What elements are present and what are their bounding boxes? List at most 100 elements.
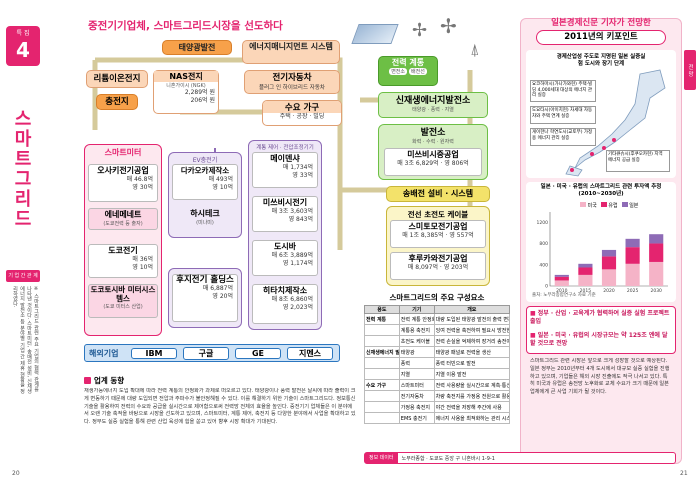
fujidenki-label: 후지전기 홀딩스 <box>176 275 234 285</box>
demand-sub: 주택 · 공장 · 빌딩 <box>279 113 325 120</box>
hitachi-label: 히타치제작소 <box>262 286 308 295</box>
ev-label: 전기자동차 <box>272 73 312 83</box>
overseas-company-ge: GE <box>235 347 281 359</box>
ev-sub: 플러그 인 하이브리드 자동차 <box>259 85 325 91</box>
pg-sub1: 변전소 <box>389 68 407 75</box>
hitachi-row-1: 매 8조 6,860억 <box>271 296 313 303</box>
bar-일본-2010 <box>554 274 569 277</box>
bar-유럽-2010 <box>554 276 569 281</box>
sumitomo-box: 스미토모전기공업 매 1조 8,385억 · 영 557억 <box>390 220 486 248</box>
bar-미국-2015 <box>578 274 593 286</box>
takaoka-row-1: 매 493억 <box>208 176 233 183</box>
furukawa-rows: 매 8,097억 · 영 203억 <box>407 264 469 271</box>
solar-box: 태양광발전 <box>162 40 232 55</box>
toko-row-1: 매 36억 <box>132 256 153 263</box>
power-grid-label: 전력 계통 <box>391 58 425 67</box>
y-tick-label: 0 <box>545 284 548 290</box>
vertical-title: 스마트그리드 <box>11 109 32 229</box>
solar-label: 태양광발전 <box>178 43 216 52</box>
toshiba-label: 도시바 <box>273 242 297 251</box>
x-tick-label: 2030 <box>650 288 662 294</box>
furukawa-box: 후루카와전기공업 매 8,097억 · 영 203억 <box>390 252 486 280</box>
li-box: 리튬이온전지 <box>86 70 148 88</box>
bar-일본-2025 <box>625 238 640 248</box>
bar-미국-2010 <box>554 280 569 286</box>
enemanet-label: 에네메네트 <box>104 210 142 219</box>
point-bullet-icon: ■ <box>530 332 536 339</box>
renewable-box: 신재생에너지발전소 태양광 · 풍력 · 지열 <box>378 92 488 118</box>
bar-일본-2015 <box>578 263 593 268</box>
map-box-3: 게이한나 학연도시(교토부) 가정용 에너지 관리 실증 <box>530 128 596 146</box>
hitachi-box: 히타치제작소 매 8조 6,860억 영 2,023억 <box>252 284 318 324</box>
li-label: 리튬이온전지 <box>93 74 141 84</box>
toko-box: 도코전기 매 36억 영 10억 <box>88 244 158 278</box>
mitsubishi-row-2: 영 843억 <box>288 215 313 223</box>
ev-box: 전기자동차 플러그 인 하이브리드 자동차 <box>244 70 340 94</box>
point-bullet-icon: ■ <box>530 310 536 317</box>
osaki-row-2: 영 30억 <box>132 183 153 191</box>
fujidenki-row-2: 영 20억 <box>212 292 233 300</box>
transmission-label: 송배전 설비 · 시스템 <box>402 189 474 198</box>
legend-item: 미국 <box>580 202 597 209</box>
side-label: 기 업 간 관 계 <box>6 270 40 282</box>
osaki-box: 오사키전기공업 매 46.8억 영 30억 <box>88 164 158 202</box>
right-body: 스마트그리드 관련 시장은 앞으로 크게 성장할 것으로 예상된다. 일본 정부… <box>530 358 670 396</box>
meidensha-row-2: 영 33억 <box>292 171 313 179</box>
takaoka-box: 다카오카제작소 매 493억 영 10억 <box>172 164 238 200</box>
meidensha-box: 메이덴샤 매 1,734억 영 33억 <box>252 152 318 188</box>
transmission-box: 송배전 설비 · 시스템 <box>386 186 490 202</box>
diagram-title: 중전기기업체, 스마트그리드시장을 선도하다 <box>88 20 283 32</box>
section-tab-label: 특 집 <box>16 30 30 37</box>
article-body: 재생가능에너지 도입 확대에 따라 전력 계통의 안정화가 과제로 떠오르고 있… <box>84 388 356 426</box>
side-tab: 전 망 <box>684 50 696 90</box>
overseas-company-ibm: IBM <box>131 347 177 359</box>
map-box-1: 요코하마시(가나가와현) 주택·빌딩 4,000세대 대상의 에너지 관리 실증 <box>530 80 596 102</box>
mhi-box: 미쓰비시중공업 매 3조 6,829억 · 영 806억 <box>384 148 482 176</box>
x-tick-label: 2025 <box>627 288 639 294</box>
y-tick-label: 1200 <box>537 220 549 226</box>
meidensha-row-1: 매 1,734억 <box>282 164 313 171</box>
chart-note: 출처: 노무라종합연구소 자료 기준 <box>532 293 596 298</box>
smart-meter-title: 스마트미터 <box>104 148 142 157</box>
table-cell <box>364 412 400 424</box>
overseas-company-siemens: 지멘스 <box>287 346 333 360</box>
toshiba-row-2: 영 1,174억 <box>282 259 313 267</box>
table-cell: 에너지 사용을 최적화하는 관리 시스템 <box>433 412 511 424</box>
demand-label: 수요 가구 <box>263 101 341 113</box>
map-title: 경제산업성 주도로 지명된 일본 실증실험 도시와 장기 단계 <box>556 54 646 68</box>
mitsubishi-box: 미쓰비시전기 매 3조 3,603억 영 843억 <box>252 196 318 232</box>
heading-marker-icon <box>84 376 91 384</box>
point-2: ■ 일본 · 미국 · 유럽의 시장규모는 약 125조 엔에 달할 것으로 전… <box>530 332 668 347</box>
info-label: 정보 데이터 <box>365 453 398 463</box>
takaoka-label: 다카오카제작소 <box>180 166 230 175</box>
y-tick-label: 400 <box>539 262 548 268</box>
charge-box: 충전지 <box>96 94 138 110</box>
point-1: ■ 정부 · 산업 · 교육계가 협력하여 실증 실험 프로젝트 출입 <box>530 310 670 325</box>
ev-charger-title: EV충전기 <box>192 157 218 164</box>
bar-일본-2020 <box>601 249 617 257</box>
powerplant-label: 발전소 <box>420 128 446 138</box>
toshiba-row-1: 매 6조 3,889억 <box>271 252 313 259</box>
toko-label: 도코전기 <box>108 246 138 255</box>
power-grid-subs: 변전소 배전선 <box>379 68 437 75</box>
map-box-2: 도요타시(아이치현) 차세대 자동차와 주택 연계 실증 <box>530 106 596 124</box>
toshiba-meter-sub: (도쿄 미터스 산업) <box>103 304 143 310</box>
bar-유럽-2030 <box>649 243 664 262</box>
power-pylon-icon: ⍋ <box>470 40 480 59</box>
hitachi-works-box: 하시테크 (미나미) <box>172 208 238 234</box>
left-page-number: 20 <box>12 470 20 477</box>
mitsubishi-label: 미쓰비시전기 <box>262 198 308 207</box>
charge-label: 충전지 <box>105 97 129 107</box>
toshiba-box: 도시바 매 6조 3,889억 영 1,174억 <box>252 240 318 276</box>
article-heading: 업계 동향 <box>84 374 164 386</box>
overseas-label: 해외기업 <box>89 348 119 358</box>
nas-row-2: 206억 원 <box>190 96 215 104</box>
sumitomo-rows: 매 1조 8,385억 · 영 557억 <box>402 232 474 239</box>
mhi-rows: 매 3조 6,829억 · 영 806억 <box>397 160 469 167</box>
osaki-row-1: 매 46.8억 <box>126 176 153 183</box>
